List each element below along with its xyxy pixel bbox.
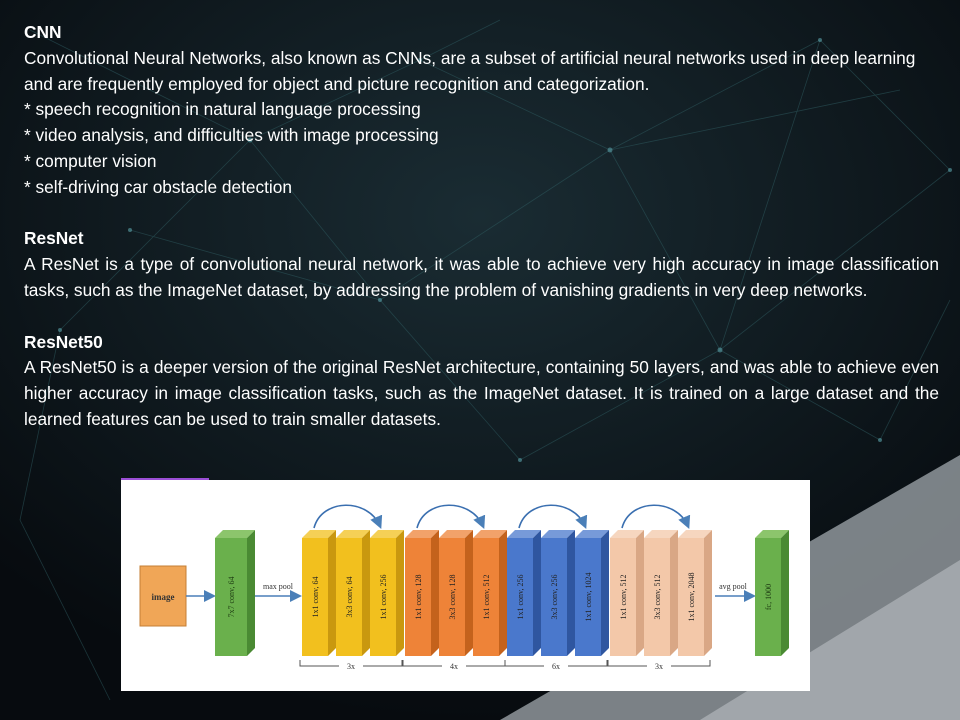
layer-label: 3x3 conv, 128: [448, 574, 457, 619]
resnet-body: A ResNet is a type of convolutional neur…: [24, 254, 939, 300]
cnn-bullet-4: * self-driving car obstacle detection: [24, 176, 292, 197]
layer-block: [507, 538, 533, 656]
conv1-label: 7x7 conv, 64: [227, 576, 236, 617]
repeat-label: 3x: [347, 662, 355, 671]
layer-block: [541, 538, 567, 656]
repeat-label: 6x: [552, 662, 560, 671]
avgpool-label: avg pool: [719, 582, 748, 591]
fc-label: fc, 1000: [764, 584, 773, 610]
cnn-intro: Convolutional Neural Networks, also know…: [24, 47, 916, 94]
layer-label: 1x1 conv, 2048: [687, 572, 696, 621]
cnn-bullet-2: * video analysis, and difficulties with …: [24, 125, 439, 146]
conv1-block: [215, 538, 247, 656]
layer-block: [610, 538, 636, 656]
repeat-label: 4x: [450, 662, 458, 671]
layer-label: 3x3 conv, 512: [653, 574, 662, 619]
layer-block: [678, 538, 704, 656]
repeat-label: 3x: [655, 662, 663, 671]
layer-label: 1x1 conv, 512: [482, 574, 491, 619]
accent-line: [121, 478, 209, 480]
layer-label: 1x1 conv, 1024: [584, 572, 593, 621]
layer-block: [370, 538, 396, 656]
layer-label: 1x1 conv, 256: [516, 574, 525, 619]
layer-label: 3x3 conv, 256: [550, 574, 559, 619]
resnet50-heading: ResNet50: [24, 331, 103, 352]
content-text: CNN Convolutional Neural Networks, also …: [24, 20, 939, 433]
layer-block: [302, 538, 328, 656]
layer-block: [439, 538, 465, 656]
layer-label: 3x3 conv, 64: [345, 576, 354, 617]
layer-block: [473, 538, 499, 656]
layer-block: [575, 538, 601, 656]
layer-block: [336, 538, 362, 656]
layer-label: 1x1 conv, 64: [311, 576, 320, 617]
maxpool-label: max pool: [263, 582, 294, 591]
resnet50-architecture-diagram: image 7x7 conv, 64 max pool 1x1 conv, 64…: [121, 480, 810, 691]
cnn-bullet-3: * computer vision: [24, 150, 157, 171]
cnn-heading: CNN: [24, 22, 62, 42]
input-image-label: image: [152, 592, 175, 602]
layer-label: 1x1 conv, 128: [414, 574, 423, 619]
cnn-bullet-1: * speech recognition in natural language…: [24, 99, 421, 120]
resnet50-body: A ResNet50 is a deeper version of the or…: [24, 357, 939, 429]
layer-block: [405, 538, 431, 656]
resnet-heading: ResNet: [24, 228, 84, 249]
layer-block: [644, 538, 670, 656]
layer-label: 1x1 conv, 512: [619, 574, 628, 619]
input-image-block: [139, 565, 187, 627]
fc-block: [755, 538, 781, 656]
layer-label: 1x1 conv, 256: [379, 574, 388, 619]
